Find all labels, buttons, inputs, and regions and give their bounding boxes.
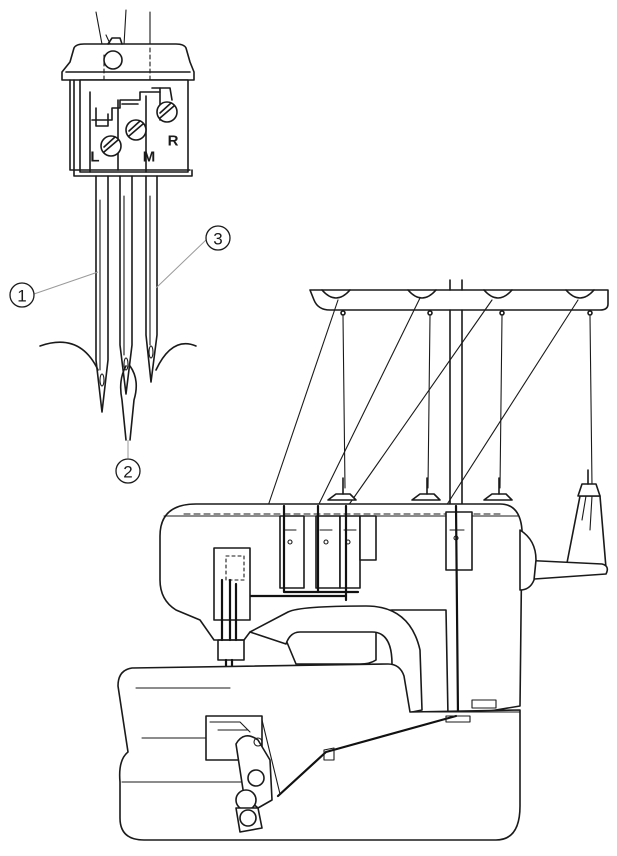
right-needle-label: R [168, 133, 179, 150]
right-clamp-screw-icon [156, 101, 178, 123]
callout-3: 3 [205, 225, 231, 251]
thread-stand [309, 279, 609, 506]
middle-needle-label: M [143, 149, 156, 166]
right-needle [145, 175, 158, 383]
left-needle-label: L [90, 149, 99, 166]
middle-clamp-screw-icon [125, 119, 147, 141]
svg-text:2: 2 [123, 463, 132, 482]
svg-text:1: 1 [17, 287, 26, 306]
left-needle [95, 175, 109, 413]
overlock-machine [117, 279, 609, 841]
callout-1: 1 [9, 282, 35, 308]
middle-needle [119, 175, 133, 395]
svg-text:3: 3 [213, 230, 222, 249]
needle-detail: L M R [39, 9, 197, 441]
left-clamp-screw-icon [100, 135, 122, 157]
callout-2: 2 [115, 458, 141, 484]
